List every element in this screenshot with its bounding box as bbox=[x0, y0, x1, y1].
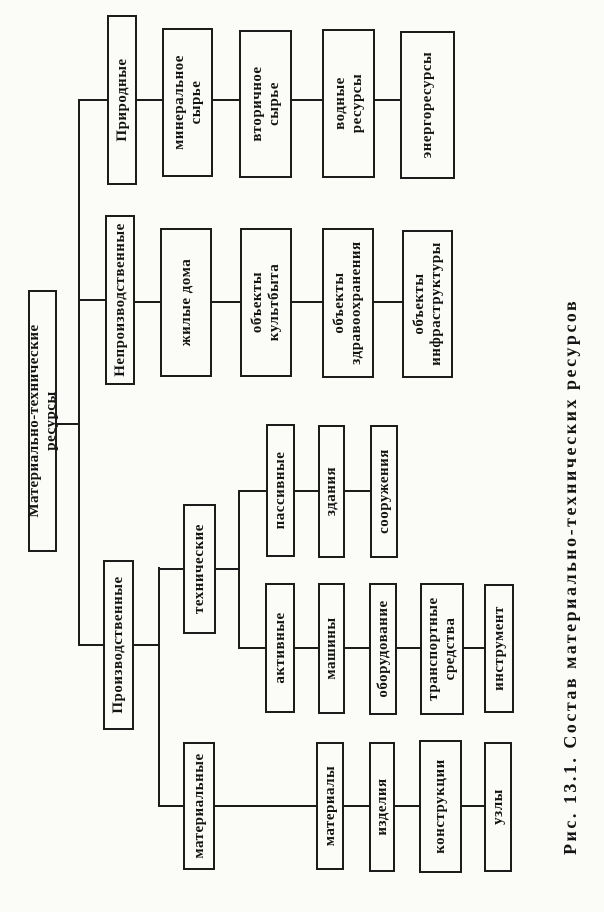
leaf-buildings: здания bbox=[318, 425, 345, 558]
connector-natural-chain bbox=[375, 99, 400, 101]
node-nonproduction: Непроизводственные bbox=[105, 215, 135, 385]
node-production: Производственные bbox=[103, 560, 134, 730]
connector-stub-nonproduction bbox=[80, 299, 105, 301]
connector-material-chain bbox=[395, 805, 419, 807]
node-natural: Природные bbox=[107, 15, 137, 185]
figure-caption: Рис. 13.1. Состав материально-технически… bbox=[560, 298, 580, 855]
connector-material-chain bbox=[462, 805, 484, 807]
connector-production-down bbox=[134, 644, 158, 646]
leaf-secondary: вторичное сырье bbox=[239, 30, 292, 178]
leaf-structures: сооружения bbox=[370, 425, 398, 558]
connector-nonproduction-chain bbox=[292, 301, 322, 303]
node-material: материальные bbox=[183, 742, 215, 870]
leaf-mineral: минеральное сырье bbox=[162, 28, 213, 177]
connector-stub-production bbox=[80, 644, 103, 646]
connector-active-chain bbox=[295, 647, 318, 649]
connector-nonproduction-chain bbox=[374, 301, 402, 303]
node-passive: пассивные bbox=[266, 424, 295, 557]
connector-trunk-technical bbox=[238, 490, 240, 649]
connector-active-chain bbox=[345, 647, 369, 649]
leaf-constructions: конструкции bbox=[419, 740, 462, 873]
leaf-culture: объекты культбыта bbox=[240, 228, 292, 377]
connector-natural-chain bbox=[137, 99, 162, 101]
leaf-tools: инструмент bbox=[484, 584, 514, 713]
connector-trunk-level1 bbox=[78, 99, 80, 646]
connector-natural-chain bbox=[213, 99, 239, 101]
connector-nonproduction-chain bbox=[135, 301, 160, 303]
node-root: Материально-технические ресурсы bbox=[26, 290, 59, 552]
connector-stub-material bbox=[160, 805, 183, 807]
leaf-energy: энергоресурсы bbox=[400, 31, 455, 179]
node-technical: технические bbox=[183, 504, 216, 634]
connector-material-chain bbox=[215, 805, 316, 807]
leaf-products: изделия bbox=[369, 742, 395, 872]
connector-trunk-production bbox=[158, 567, 160, 807]
connector-natural-chain bbox=[292, 99, 322, 101]
leaf-units: узлы bbox=[484, 742, 512, 872]
connector-stub-natural bbox=[80, 99, 108, 101]
connector-root-stub bbox=[57, 423, 80, 425]
connector-active-chain bbox=[464, 647, 484, 649]
connector-passive-chain bbox=[345, 490, 370, 492]
leaf-water: водные ресурсы bbox=[322, 29, 375, 178]
leaf-infrastructure: объекты инфраструктуры bbox=[402, 230, 453, 378]
connector-stub-technical bbox=[160, 568, 183, 570]
connector-stub-active bbox=[240, 647, 265, 649]
connector-material-chain bbox=[344, 805, 369, 807]
leaf-equipment: оборудование bbox=[369, 583, 397, 715]
leaf-materials: материалы bbox=[316, 742, 344, 870]
connector-passive-chain bbox=[295, 490, 318, 492]
node-active: активные bbox=[265, 583, 295, 713]
leaf-residential: жилые дома bbox=[160, 228, 212, 377]
connector-nonproduction-chain bbox=[212, 301, 240, 303]
connector-stub-passive bbox=[240, 490, 266, 492]
connector-active-chain bbox=[397, 647, 420, 649]
connector-technical-down bbox=[216, 568, 238, 570]
leaf-healthcare: объекты здравоохранения bbox=[322, 228, 374, 378]
leaf-transport: транспортные средства bbox=[420, 583, 464, 715]
leaf-machines: машины bbox=[318, 583, 345, 714]
